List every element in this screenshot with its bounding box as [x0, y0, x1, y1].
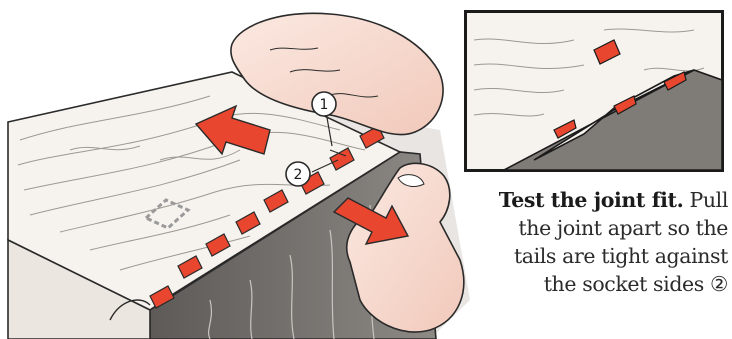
caption-line2: the joint apart so the	[496, 214, 728, 242]
callout-1: 1	[312, 92, 336, 116]
caption-line4: the socket sides ②	[496, 270, 728, 298]
caption-first-line: Test the joint fit. Pull	[496, 186, 728, 214]
caption-title: Test the joint fit.	[499, 188, 684, 212]
callout-2: 2	[286, 162, 310, 186]
caption: Test the joint fit. Pull the joint apart…	[496, 186, 728, 298]
caption-line1: Pull	[689, 188, 728, 212]
callout-1-label: 1	[320, 97, 329, 113]
dovetail-joint-illustration: 1 2	[0, 0, 500, 339]
inset-detail-view	[464, 10, 724, 172]
callout-2-label: 2	[294, 167, 303, 183]
caption-line3: tails are tight against	[496, 242, 728, 270]
